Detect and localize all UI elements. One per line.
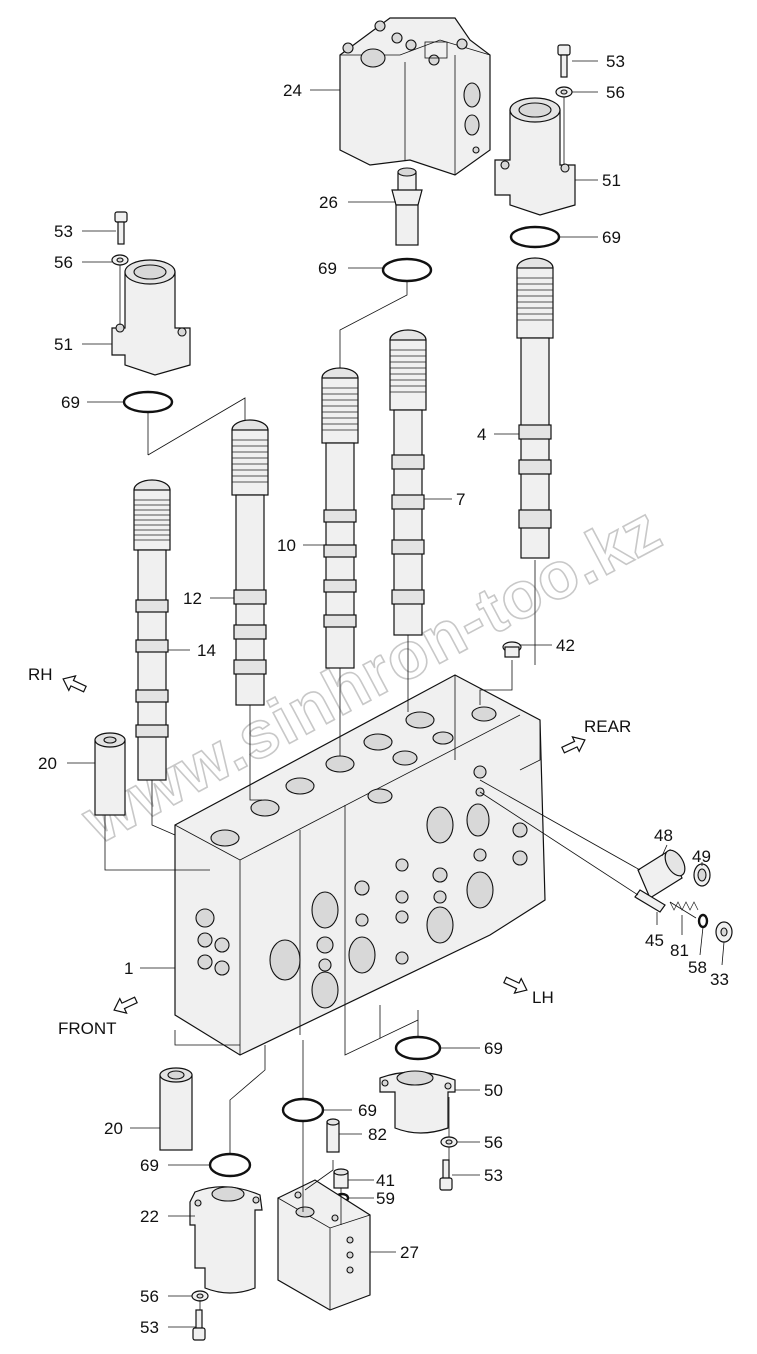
part-56-washer-right bbox=[555, 86, 573, 98]
label-12: 12 bbox=[183, 589, 202, 608]
label-56-bottom-left: 56 bbox=[140, 1287, 159, 1306]
part-1-valve-body bbox=[174, 674, 546, 1056]
direction-rear: REAR bbox=[584, 717, 631, 736]
label-58: 58 bbox=[688, 958, 707, 977]
direction-rh: RH bbox=[28, 665, 53, 684]
direction-lh: LH bbox=[532, 988, 554, 1007]
label-53-bottom-right: 53 bbox=[484, 1166, 503, 1185]
lh-arrow-icon bbox=[503, 976, 528, 994]
callout-leaders bbox=[67, 60, 725, 1328]
part-56-washer-left bbox=[111, 254, 129, 266]
part-69-oring-a bbox=[122, 390, 174, 414]
label-56-bottom-right: 56 bbox=[484, 1133, 503, 1152]
part-53-bolt-left bbox=[114, 211, 128, 245]
assembly-lines bbox=[104, 97, 641, 1310]
label-56-left: 56 bbox=[54, 253, 73, 272]
part-20-sleeve-bottom bbox=[159, 1067, 193, 1151]
part-81-spring bbox=[669, 901, 699, 919]
label-53-top-right: 53 bbox=[606, 52, 625, 71]
rh-arrow-icon bbox=[62, 675, 87, 693]
label-69-right: 69 bbox=[602, 228, 621, 247]
rear-arrow-icon bbox=[561, 736, 586, 754]
label-10: 10 bbox=[277, 536, 296, 555]
front-arrow-icon bbox=[113, 996, 138, 1014]
label-53-bottom-left: 53 bbox=[140, 1318, 159, 1337]
part-49-cap bbox=[693, 863, 711, 887]
label-7: 7 bbox=[456, 490, 465, 509]
label-4: 4 bbox=[477, 425, 486, 444]
part-51-cap-left bbox=[111, 259, 191, 376]
label-14: 14 bbox=[197, 641, 216, 660]
label-24: 24 bbox=[283, 81, 302, 100]
label-69-center: 69 bbox=[318, 259, 337, 278]
label-41: 41 bbox=[376, 1171, 395, 1190]
label-56-top-right: 56 bbox=[606, 83, 625, 102]
part-7-spool bbox=[389, 329, 427, 636]
label-82: 82 bbox=[368, 1125, 387, 1144]
part-82-pin bbox=[326, 1118, 340, 1153]
label-20-bottom: 20 bbox=[104, 1119, 123, 1138]
label-53-left: 53 bbox=[54, 222, 73, 241]
label-22: 22 bbox=[140, 1207, 159, 1226]
part-69-oring-e bbox=[281, 1097, 325, 1123]
part-45-pin bbox=[634, 889, 666, 913]
part-53-bolt-bottom-left bbox=[192, 1309, 206, 1341]
label-51-right: 51 bbox=[602, 171, 621, 190]
part-69-oring-b bbox=[381, 257, 433, 283]
label-48: 48 bbox=[654, 826, 673, 845]
label-51-left: 51 bbox=[54, 335, 73, 354]
part-12-spool bbox=[231, 419, 269, 706]
label-69-bottom-right: 69 bbox=[484, 1039, 503, 1058]
part-53-bolt-bottom-right bbox=[439, 1159, 453, 1191]
label-20-top: 20 bbox=[38, 754, 57, 773]
label-81: 81 bbox=[670, 941, 689, 960]
part-48-plug bbox=[637, 849, 686, 899]
part-69-oring-c bbox=[509, 225, 561, 249]
label-45: 45 bbox=[645, 931, 664, 950]
part-4-spool bbox=[516, 257, 554, 559]
part-22-cap bbox=[189, 1186, 263, 1294]
part-10-spool bbox=[321, 367, 359, 669]
direction-front: FRONT bbox=[58, 1019, 117, 1038]
part-14-spool bbox=[133, 479, 171, 781]
part-51-cap-right bbox=[494, 97, 576, 216]
part-50-cap bbox=[379, 1070, 456, 1134]
part-69-oring-d bbox=[394, 1035, 442, 1061]
part-42-plug bbox=[502, 641, 522, 658]
label-26: 26 bbox=[319, 193, 338, 212]
part-20-sleeve-top bbox=[94, 732, 126, 816]
part-58-oring bbox=[697, 913, 709, 929]
part-56-washer-bottom-right bbox=[440, 1136, 458, 1148]
part-56-washer-bottom-left bbox=[191, 1290, 209, 1302]
label-49: 49 bbox=[692, 847, 711, 866]
part-33-plug bbox=[715, 921, 733, 943]
part-69-oring-f bbox=[208, 1152, 252, 1178]
label-33: 33 bbox=[710, 970, 729, 989]
part-41-plug bbox=[333, 1168, 349, 1189]
label-27: 27 bbox=[400, 1243, 419, 1262]
label-1: 1 bbox=[124, 959, 133, 978]
part-27-block bbox=[277, 1179, 371, 1311]
part-24-cover bbox=[339, 17, 491, 176]
label-42: 42 bbox=[556, 636, 575, 655]
part-53-bolt-right bbox=[557, 44, 571, 78]
part-26-plug bbox=[391, 167, 423, 246]
label-59: 59 bbox=[376, 1189, 395, 1208]
label-50: 50 bbox=[484, 1081, 503, 1100]
label-69-bottom-left: 69 bbox=[140, 1156, 159, 1175]
label-69-left: 69 bbox=[61, 393, 80, 412]
label-69-bottom-center: 69 bbox=[358, 1101, 377, 1120]
